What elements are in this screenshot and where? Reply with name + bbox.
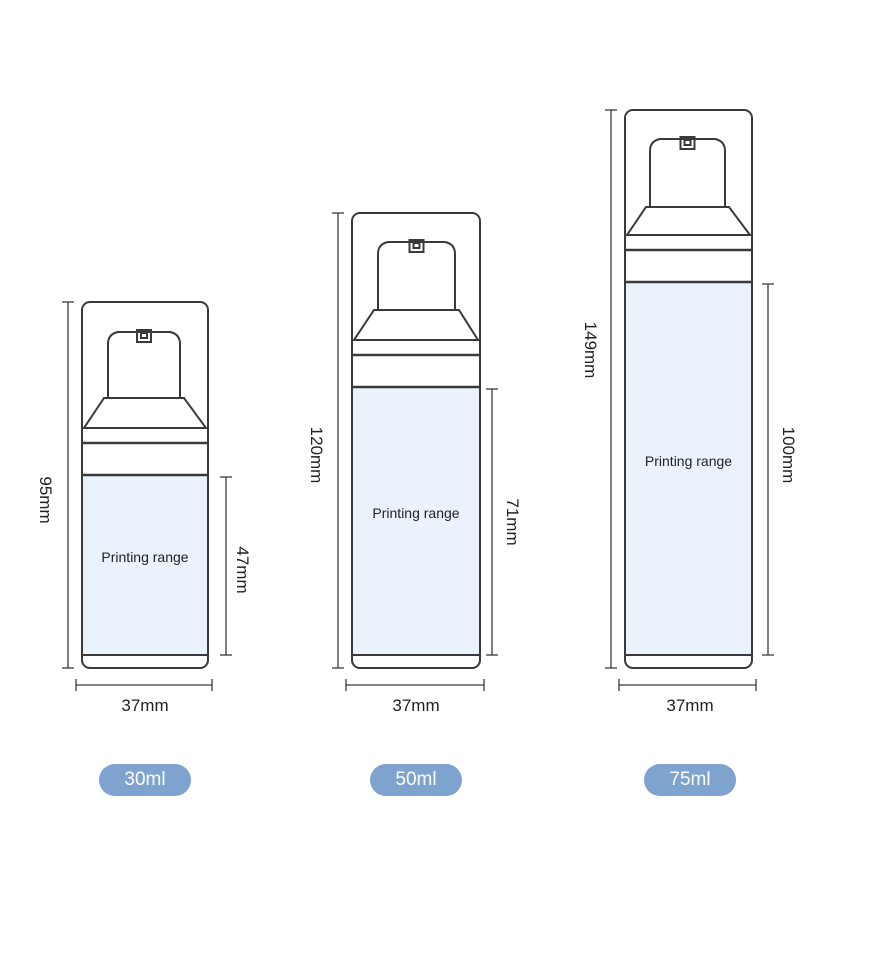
bottle-outline <box>351 212 481 669</box>
pump-shoulder <box>82 397 208 429</box>
bottle-outline <box>81 301 209 669</box>
printing-area <box>352 387 480 655</box>
nozzle <box>408 239 425 253</box>
printing-area <box>625 282 752 655</box>
capacity-badge: 75ml <box>644 764 736 796</box>
pump-shoulder <box>625 206 752 236</box>
width-label: 37mm <box>392 696 440 715</box>
capacity-badge: 30ml <box>99 764 191 796</box>
printing-range-label: Printing range <box>101 549 189 565</box>
total-height-label: 120mm <box>307 426 326 484</box>
nozzle <box>136 329 152 343</box>
nozzle-hole <box>140 332 148 339</box>
total-height-label: 149mm <box>581 321 600 379</box>
print-height-label: 71mm <box>503 498 522 546</box>
width-label: 37mm <box>121 696 169 715</box>
nozzle-hole <box>412 242 421 249</box>
nozzle <box>679 136 696 150</box>
nozzle-hole <box>683 139 692 146</box>
print-height-label: 100mm <box>779 426 798 484</box>
capacity-badge: 50ml <box>370 764 462 796</box>
print-height-label: 47mm <box>233 546 252 594</box>
printing-range-label: Printing range <box>372 505 460 521</box>
pump-shoulder <box>352 309 480 341</box>
printing-range-label: Printing range <box>644 452 733 469</box>
total-height-label: 95mm <box>36 476 55 524</box>
printing-area <box>82 475 208 655</box>
width-label: 37mm <box>666 696 714 715</box>
bottle-outline <box>624 109 753 669</box>
